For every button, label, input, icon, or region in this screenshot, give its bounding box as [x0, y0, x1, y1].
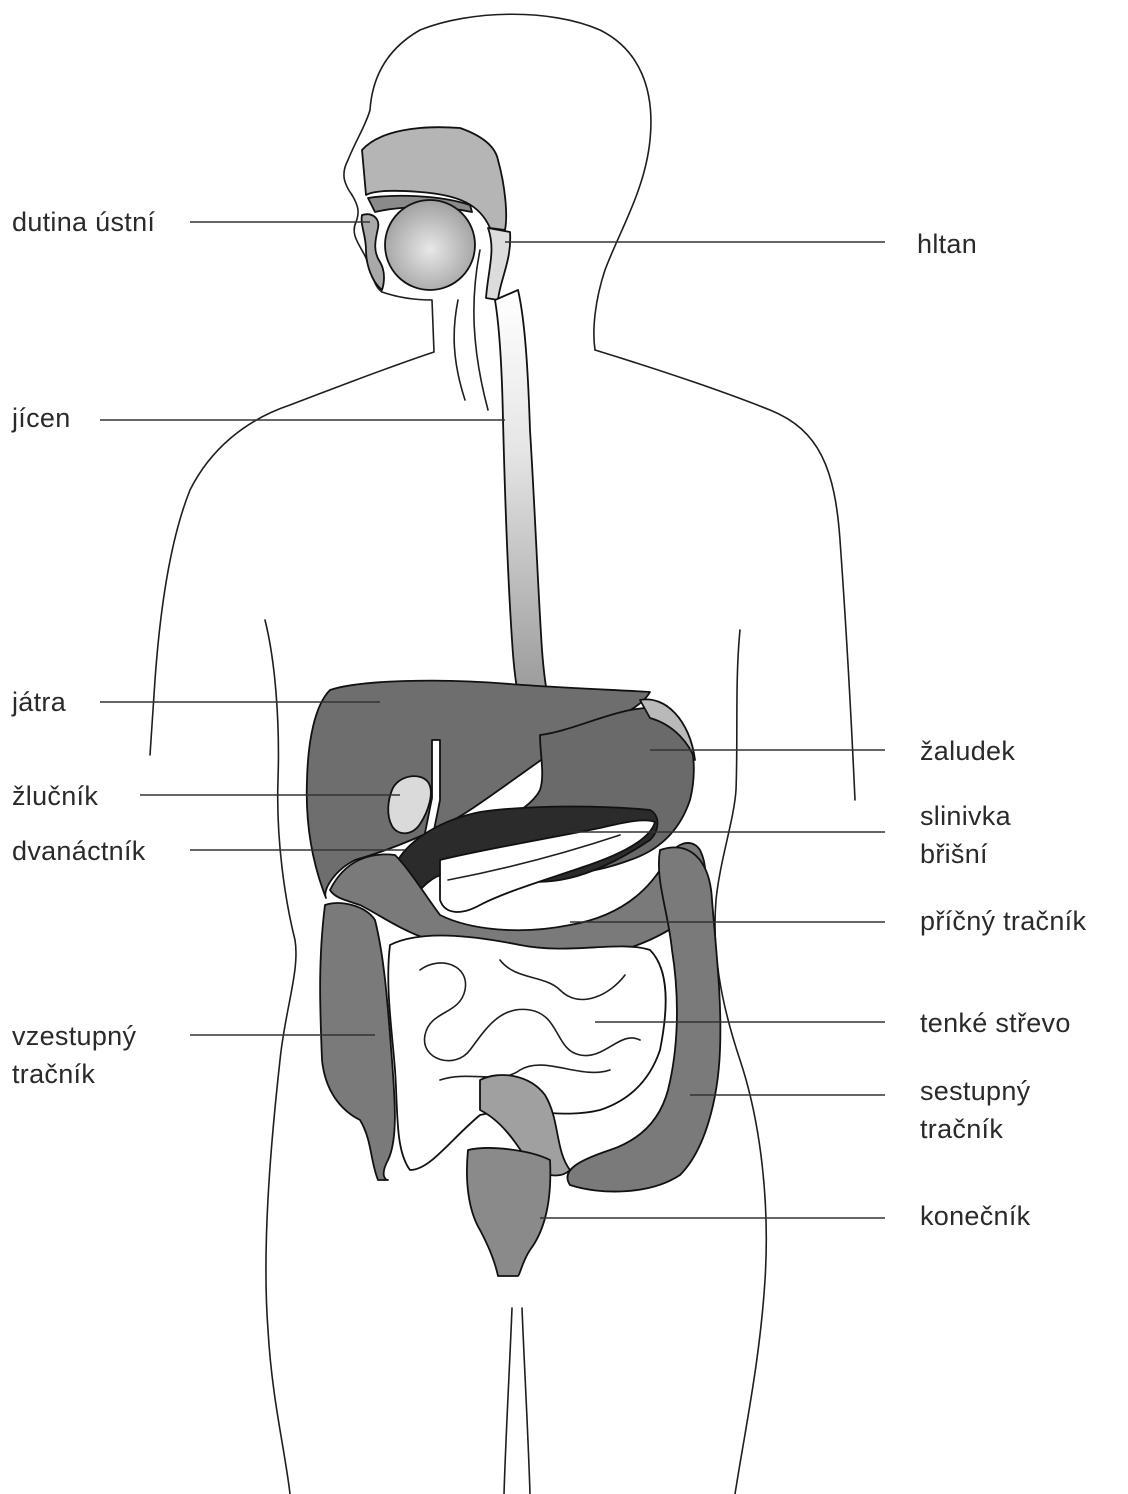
torso-right	[715, 630, 766, 1494]
label-duodenum: dvanáctník	[12, 835, 146, 867]
label-ascending-colon: vzestupný tračník	[12, 1020, 212, 1090]
label-ascending-colon-line1: vzestupný	[12, 1020, 212, 1052]
rectum	[467, 1148, 550, 1276]
inner-leg-right	[522, 1308, 530, 1494]
label-pancreas-line1: slinivka	[920, 800, 1120, 832]
torso-left	[265, 620, 296, 1494]
label-descending-colon: sestupný tračník	[920, 1075, 1120, 1145]
label-ascending-colon-line2: tračník	[12, 1058, 212, 1090]
pharynx-tube	[486, 228, 510, 300]
oral-region	[362, 127, 511, 300]
ascending-colon	[320, 903, 395, 1180]
label-rectum: konečník	[920, 1200, 1030, 1232]
inner-leg-left	[504, 1308, 512, 1494]
label-mouth: dutina ústní	[12, 206, 155, 238]
label-liver: játra	[12, 686, 66, 718]
label-transverse-colon: příčný tračník	[920, 905, 1086, 937]
label-pancreas-line2: břišní	[920, 838, 1120, 870]
throat-line-1	[454, 300, 465, 400]
label-esophagus: jícen	[12, 402, 71, 434]
label-small-intestine: tenké střevo	[920, 1007, 1071, 1039]
label-pancreas: slinivka břišní	[920, 800, 1120, 870]
tongue	[385, 200, 475, 290]
esophagus	[495, 290, 565, 740]
label-gallbladder: žlučník	[12, 780, 98, 812]
label-pharynx: hltan	[917, 228, 977, 260]
lips	[362, 214, 384, 290]
label-stomach: žaludek	[920, 735, 1015, 767]
label-descending-colon-line1: sestupný	[920, 1075, 1120, 1107]
throat-line-2	[474, 250, 488, 410]
label-descending-colon-line2: tračník	[920, 1113, 1120, 1145]
